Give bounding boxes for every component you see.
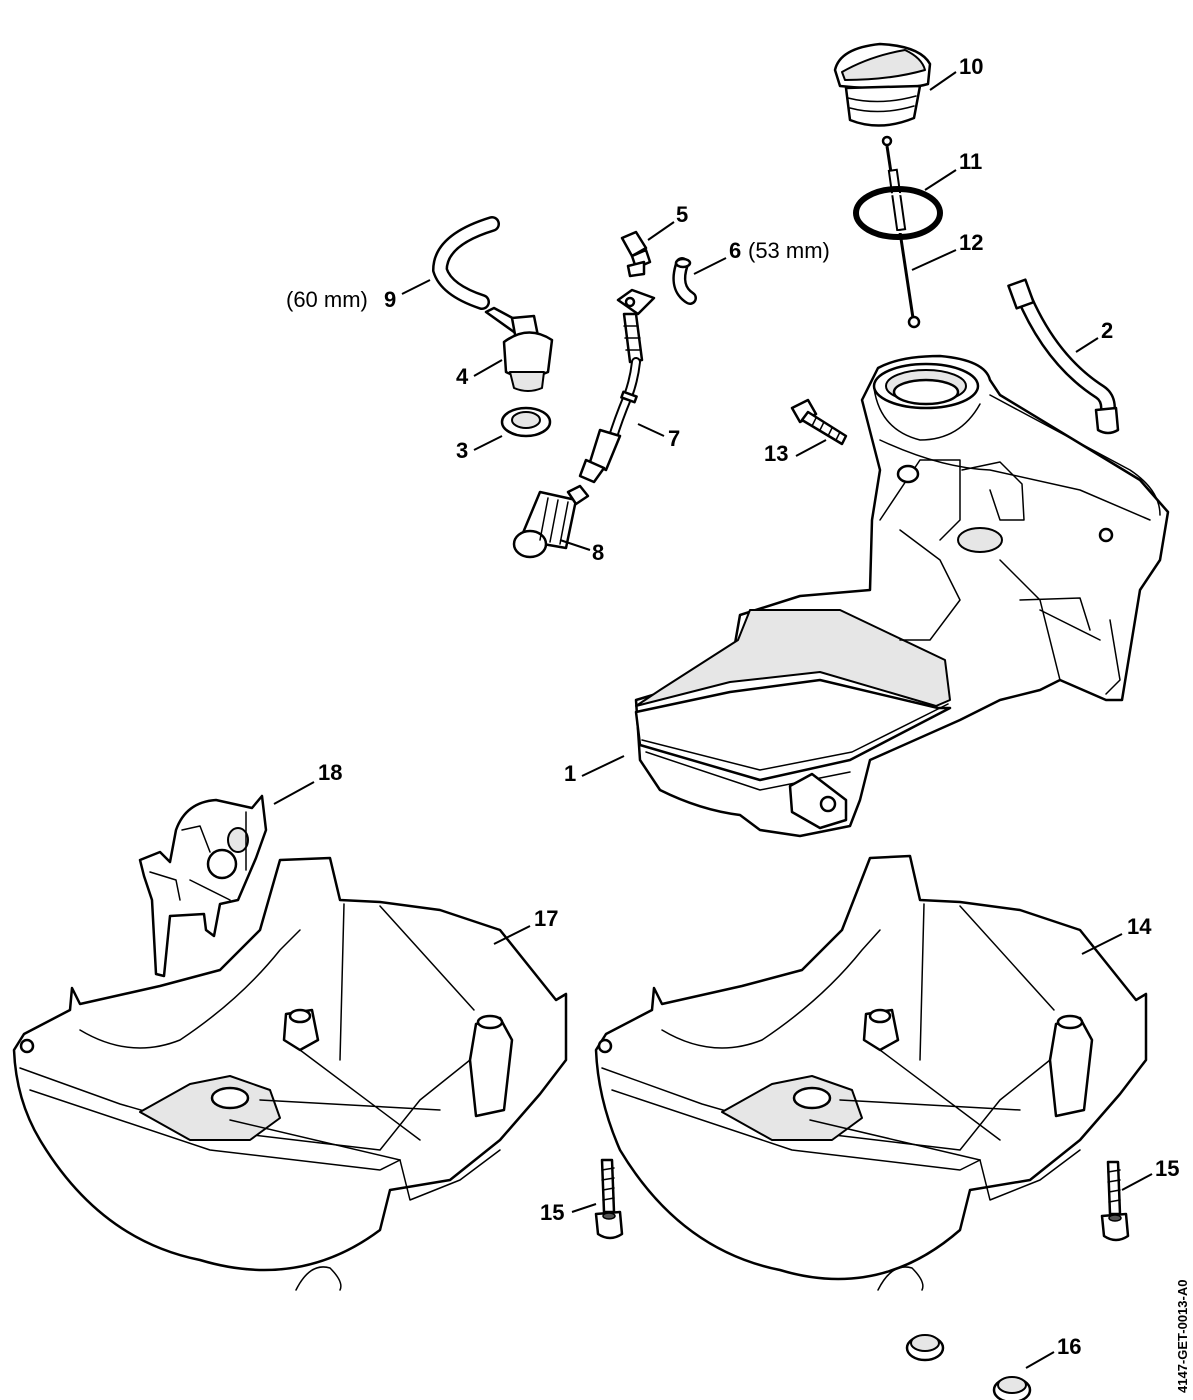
callout-5: 5 [676,202,688,227]
plug-16-part [905,1334,1032,1400]
callout-9: 9 [384,287,396,312]
drawing-code: 4147-GET-0013-A0 [1175,1280,1190,1393]
hose-part [1007,278,1120,435]
lower-shroud-left-part [12,856,568,1291]
callout-8: 8 [592,540,604,565]
screw-part [790,398,848,446]
small-hose-part [672,257,697,305]
o-ring-part [853,186,943,240]
callout-9-length: (60 mm) [286,287,368,312]
callout-4: 4 [456,364,469,389]
callout-18: 18 [318,760,342,785]
callout-16: 16 [1057,1334,1081,1359]
screw-15-right-part [1100,1160,1130,1242]
callout-11: 11 [959,149,982,174]
callout-10: 10 [959,54,983,79]
hose-60mm-part [431,216,500,310]
callout-12: 12 [959,230,983,255]
elbow-fitting-part [620,230,652,278]
callout-6-length: (53 mm) [748,238,830,263]
fuel-filter-part [512,484,590,559]
lower-shroud-right-part [594,854,1148,1291]
fuel-tank-part [634,354,1170,838]
callout-15-right: 15 [1155,1156,1179,1181]
callout-7: 7 [668,426,680,451]
callout-6: 6 [729,238,741,263]
callout-17: 17 [534,906,558,931]
screw-15-left-part [594,1158,624,1240]
callout-3: 3 [456,438,468,463]
callout-labels: 10 11 12 5 6 (53 mm) (60 mm) 9 4 3 7 8 2… [286,54,1179,1359]
valve-part [484,306,554,392]
callout-13: 13 [764,441,788,466]
callout-14: 14 [1127,914,1152,939]
bracket-part [138,794,268,978]
callout-1: 1 [564,761,576,786]
fuel-line-part [578,288,656,484]
callout-2: 2 [1101,318,1113,343]
callout-15-left: 15 [540,1200,564,1225]
filler-cap-part [833,42,932,127]
grommet-part [500,406,552,438]
leader-lines [273,71,1153,1369]
